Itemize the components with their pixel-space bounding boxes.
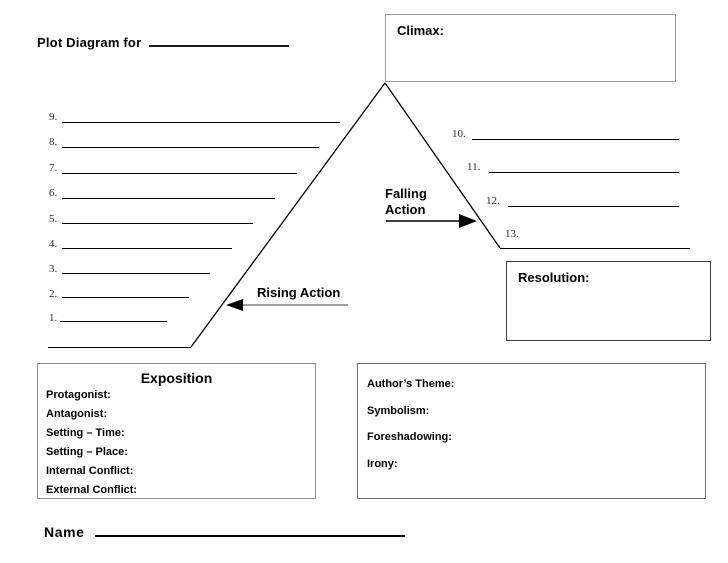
falling-line-11[interactable] (489, 172, 679, 173)
rising-number-5: 5. (49, 213, 58, 225)
theme-field-list: Author’s Theme: Symbolism: Foreshadowing… (367, 371, 697, 477)
rising-line-6[interactable] (62, 198, 275, 199)
falling-number-10: 10. (452, 128, 466, 140)
falling-line-12[interactable] (508, 206, 679, 207)
name-label: Name (44, 524, 85, 540)
exposition-title: Exposition (140, 370, 213, 386)
theme-field-symbolism[interactable]: Symbolism: (367, 404, 430, 417)
rising-number-7: 7. (49, 162, 58, 174)
exposition-field-setting-time[interactable]: Setting – Time: (46, 427, 125, 439)
falling-action-caption-line1: Falling (385, 186, 427, 201)
climax-label: Climax: (397, 23, 444, 38)
falling-number-12: 12. (486, 195, 500, 207)
rising-number-6: 6. (49, 187, 58, 199)
falling-number-11: 11. (467, 161, 481, 173)
rising-line-1[interactable] (60, 321, 167, 322)
resolution-box[interactable]: Resolution: (506, 261, 711, 341)
name-field: Name (44, 524, 405, 540)
rising-line-8[interactable] (62, 147, 319, 148)
rising-number-1: 1. (49, 312, 58, 324)
rising-number-4: 4. (49, 238, 58, 250)
rising-number-2: 2. (49, 288, 58, 300)
climax-box[interactable]: Climax: (385, 14, 676, 82)
rising-number-9: 9. (49, 111, 58, 123)
exposition-field-list: Protagonist: Antagonist: Setting – Time:… (46, 386, 306, 500)
rising-line-7[interactable] (62, 173, 297, 174)
exposition-field-antagonist[interactable]: Antagonist: (46, 408, 108, 420)
rising-action-caption: Rising Action (257, 285, 341, 300)
theme-field-foreshadowing[interactable]: Foreshadowing: (367, 431, 452, 443)
rising-number-8: 8. (49, 136, 58, 148)
falling-line-10[interactable] (472, 139, 679, 140)
exposition-baseline[interactable] (48, 347, 191, 348)
name-blank-line[interactable] (94, 525, 405, 537)
theme-field-authors-theme[interactable]: Author’s Theme: (367, 378, 455, 390)
theme-field-irony[interactable]: Irony: (367, 457, 398, 470)
rising-line-2[interactable] (62, 297, 189, 298)
exposition-field-protagonist[interactable]: Protagonist: (46, 389, 111, 401)
title-blank-line[interactable] (149, 34, 290, 47)
falling-line-13[interactable] (500, 248, 690, 249)
rising-line-5[interactable] (62, 223, 253, 224)
rising-line-3[interactable] (62, 273, 210, 274)
rising-number-3: 3. (49, 263, 58, 275)
exposition-field-internal-conflict[interactable]: Internal Conflict: (46, 465, 134, 477)
falling-action-caption: Falling Action (385, 186, 455, 218)
page-title: Plot Diagram for (37, 34, 290, 50)
falling-action-caption-line2: Action (385, 202, 426, 217)
rising-line-4[interactable] (62, 248, 232, 249)
falling-number-13: 13. (505, 228, 519, 240)
authors-theme-box[interactable]: Author’s Theme: Symbolism: Foreshadowing… (357, 363, 706, 499)
exposition-field-external-conflict[interactable]: External Conflict: (46, 484, 138, 496)
falling-action-slope (384, 82, 501, 249)
page-title-text: Plot Diagram for (37, 35, 142, 50)
resolution-label: Resolution: (518, 270, 590, 285)
rising-action-arrow-head (226, 299, 243, 311)
rising-line-9[interactable] (62, 122, 340, 123)
falling-action-arrow-head (459, 214, 477, 228)
exposition-box[interactable]: Exposition Protagonist: Antagonist: Sett… (37, 363, 316, 499)
exposition-field-setting-place[interactable]: Setting – Place: (46, 446, 128, 458)
